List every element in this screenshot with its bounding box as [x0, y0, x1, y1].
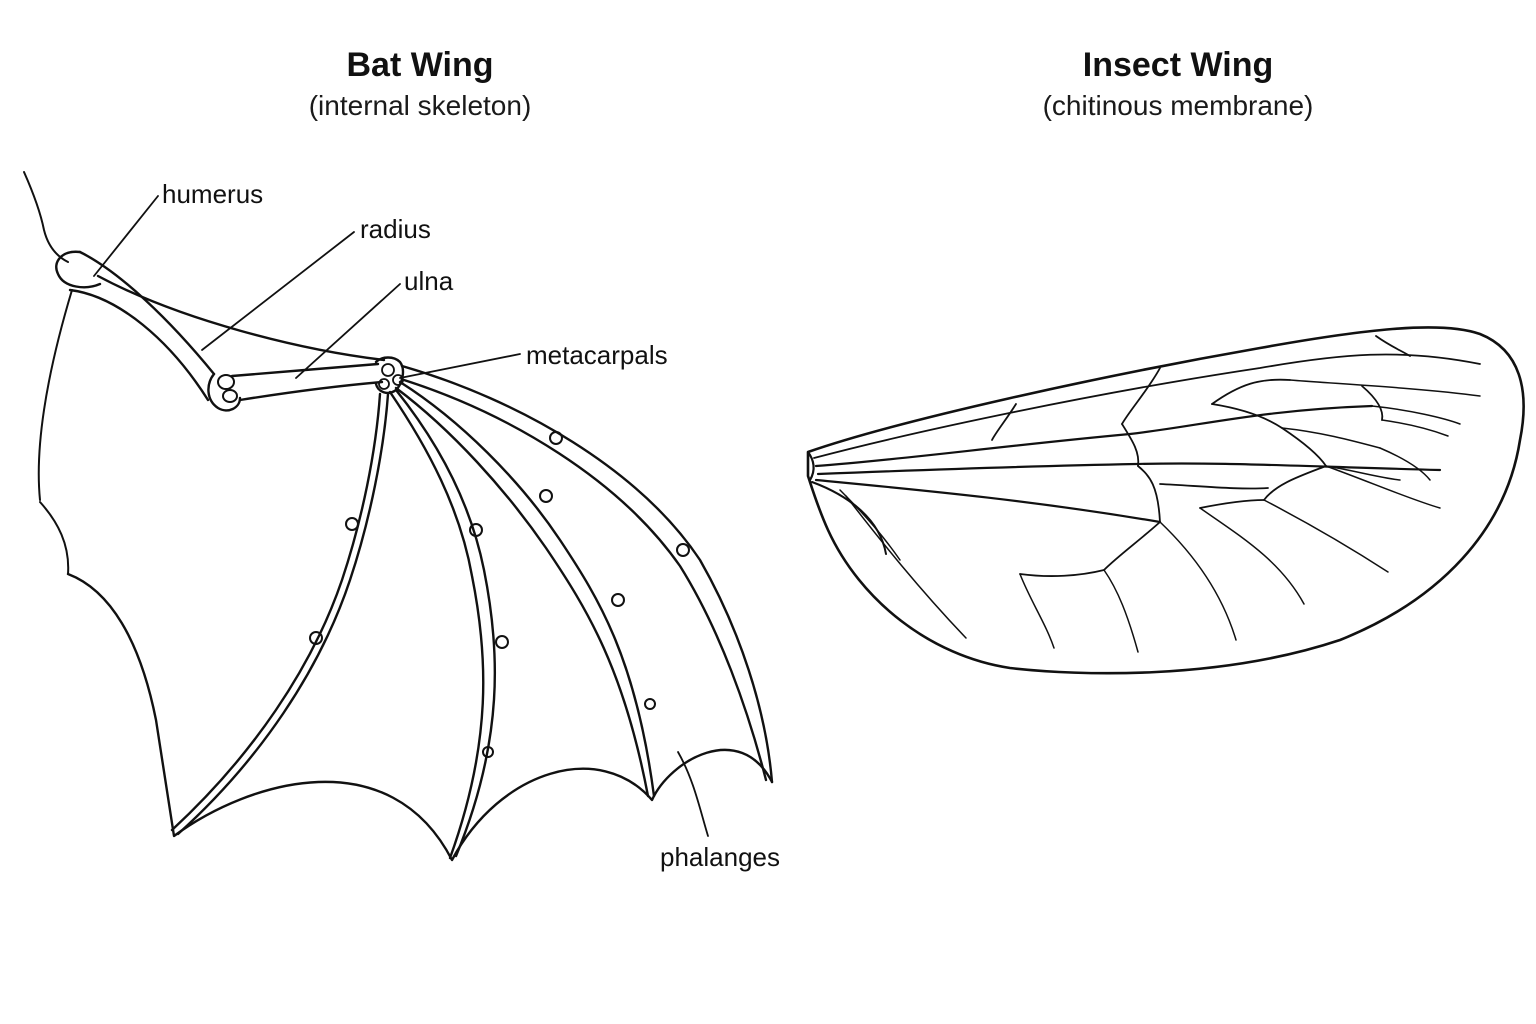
- outer-joint-2: [676, 543, 690, 557]
- cross-vein-14: [1375, 335, 1411, 357]
- trailing-vein-1: [845, 495, 967, 639]
- third-joint-2: [495, 635, 509, 649]
- elbow-joint: [207, 372, 242, 412]
- phalanges-leader: [677, 751, 709, 837]
- trailing-vein-12: [1325, 465, 1401, 481]
- digit-fourth-b: [170, 392, 382, 832]
- outer-joint-1: [549, 431, 563, 445]
- trailing-vein-2: [839, 489, 901, 561]
- digit-fourth-a: [176, 392, 390, 836]
- digit-third-a: [394, 388, 497, 858]
- humerus-label: humerus: [162, 179, 263, 209]
- insect-wing-drawing: [806, 326, 1525, 675]
- trailing-vein-10: [1289, 379, 1481, 397]
- insect-wing-subtitle: (chitinous membrane): [1042, 90, 1314, 121]
- cross-vein-9: [1361, 385, 1384, 421]
- cross-vein-7: [1263, 465, 1327, 501]
- fourth-joint-1: [345, 517, 359, 531]
- carpal-2: [378, 378, 390, 390]
- digit-second-a: [398, 380, 656, 798]
- bat-membrane-edge: [66, 572, 774, 862]
- bat-wing-title: Bat Wing: [346, 46, 494, 84]
- fourth-joint-2: [309, 631, 323, 645]
- cross-vein-2: [1121, 423, 1140, 467]
- radius-label: radius: [360, 214, 431, 244]
- trailing-vein-7: [1263, 499, 1389, 573]
- second-joint-1: [539, 489, 553, 503]
- cross-vein-11: [1103, 521, 1161, 571]
- trailing-vein-3: [1019, 573, 1055, 649]
- ulna-bone: [238, 380, 384, 402]
- ulna-leader: [295, 283, 401, 379]
- bat-body-lower: [39, 501, 70, 575]
- bat-wing-drawing: humerus radius ulna metacarpals phalange…: [23, 171, 780, 872]
- trailing-vein-5: [1159, 521, 1237, 641]
- cross-vein-1: [1121, 367, 1161, 425]
- insect-wing-outline: [806, 326, 1525, 675]
- second-joint-2: [611, 593, 625, 607]
- costal-vein: [813, 353, 1481, 459]
- humerus-bone-lower: [68, 288, 210, 402]
- trailing-vein-9: [1381, 419, 1449, 437]
- cross-vein-3: [1137, 465, 1161, 523]
- humerus-head: [55, 250, 102, 289]
- bat-body-side: [37, 289, 73, 501]
- cross-vein-6: [1281, 427, 1327, 467]
- phalanges-label: phalanges: [660, 842, 780, 872]
- trailing-vein-8: [1325, 465, 1441, 509]
- radial-vein: [816, 462, 1442, 476]
- cross-vein-10: [991, 403, 1017, 441]
- digit-third-b: [388, 390, 485, 860]
- bat-wing-subtitle: (internal skeleton): [308, 90, 532, 121]
- elbow-knob-2: [222, 389, 238, 403]
- cross-vein-12: [1019, 569, 1105, 577]
- digit-outer-a: [400, 364, 774, 784]
- metacarpals-label: metacarpals: [526, 340, 668, 370]
- trailing-vein-11: [1371, 405, 1461, 425]
- trailing-vein-4: [1103, 569, 1139, 653]
- elbow-knob: [217, 374, 235, 390]
- carpal-1: [381, 363, 395, 377]
- bat-leading-edge: [96, 274, 386, 362]
- insect-wing-title: Insect Wing: [1082, 46, 1274, 84]
- third-joint-1: [469, 523, 483, 537]
- medial-vein: [814, 478, 1162, 524]
- cross-vein-5: [1211, 403, 1283, 429]
- trailing-vein-13: [1281, 427, 1381, 449]
- third-joint-3: [482, 746, 494, 758]
- trailing-vein-14: [1379, 447, 1431, 481]
- digit-outer-b: [402, 378, 768, 782]
- trailing-vein-6: [1199, 507, 1305, 605]
- bat-body-outline: [23, 171, 69, 263]
- wing-base: [806, 450, 815, 482]
- ulna-label: ulna: [404, 266, 454, 296]
- second-joint-3: [644, 698, 656, 710]
- cross-vein-4: [1211, 378, 1291, 405]
- cross-vein-13: [1199, 499, 1265, 509]
- digit-second-b: [394, 386, 650, 798]
- subcostal-vein: [814, 404, 1374, 468]
- metacarpals-leader: [399, 353, 521, 379]
- humerus-bone: [78, 250, 216, 376]
- cross-vein-8: [1159, 483, 1269, 490]
- radius-leader: [201, 231, 355, 351]
- humerus-leader: [93, 195, 159, 277]
